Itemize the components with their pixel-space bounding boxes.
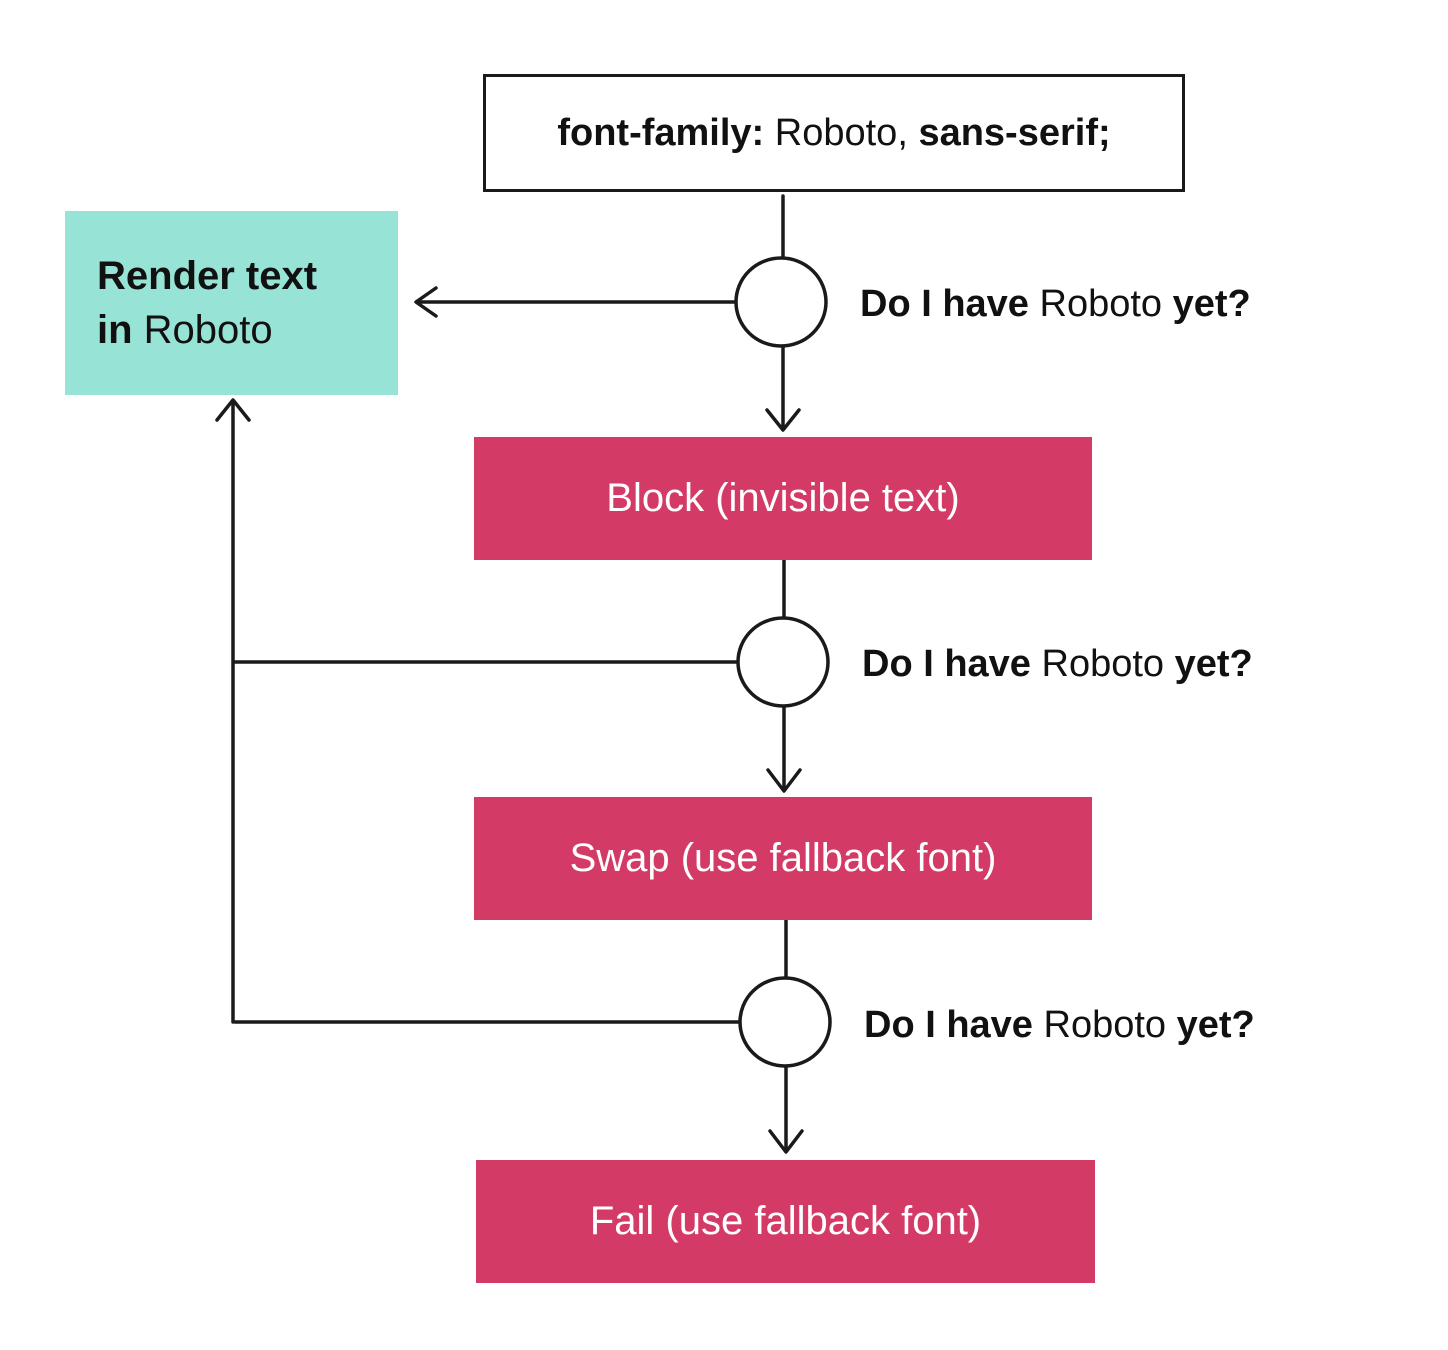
render-node-prefix: in (97, 308, 133, 352)
block-state-node: Block (invisible text) (474, 437, 1092, 560)
decision-label-lead: Do I have (862, 643, 1031, 685)
decision-node-2 (736, 616, 830, 708)
arrowhead-swap (766, 768, 802, 793)
decision-label-tail: yet? (1176, 1004, 1255, 1046)
decision-label-font: Roboto (1041, 643, 1165, 685)
decision-label-1: Do I have Roboto yet? (860, 282, 1251, 326)
swap-state-label: Swap (use fallback font) (569, 836, 997, 880)
decision-label-lead: Do I have (864, 1004, 1033, 1046)
swap-state-node: Swap (use fallback font) (474, 797, 1092, 920)
render-node-line-1: Render text (97, 254, 318, 298)
decision-label-tail: yet? (1172, 283, 1251, 325)
decision-node-3 (738, 976, 832, 1068)
decision-node-1 (734, 256, 828, 348)
property-name: font-family: (557, 111, 765, 154)
fail-state-label: Fail (use fallback font) (589, 1199, 982, 1243)
arrowhead-fail (768, 1129, 804, 1154)
primary-font-name: Roboto, (774, 111, 908, 154)
render-node-line-2: in Roboto (97, 303, 317, 357)
fail-state-node: Fail (use fallback font) (476, 1160, 1095, 1283)
render-node: Render text in Roboto (65, 211, 398, 395)
start-node-font-family: font-family: Roboto, sans-serif; (483, 74, 1185, 192)
arrowhead-render-side (414, 286, 438, 318)
block-state-label: Block (invisible text) (606, 476, 960, 520)
decision-label-font: Roboto (1043, 1004, 1167, 1046)
arrowhead-render-bottom (215, 398, 251, 422)
decision-label-3: Do I have Roboto yet? (864, 1003, 1255, 1047)
decision-label-2: Do I have Roboto yet? (862, 642, 1253, 686)
decision-label-lead: Do I have (860, 283, 1029, 325)
decision-label-tail: yet? (1174, 643, 1253, 685)
decision-label-font: Roboto (1039, 283, 1163, 325)
render-node-font: Roboto (143, 308, 273, 352)
fallback-font-name: sans-serif; (918, 111, 1111, 154)
arrowhead-block (765, 408, 801, 432)
